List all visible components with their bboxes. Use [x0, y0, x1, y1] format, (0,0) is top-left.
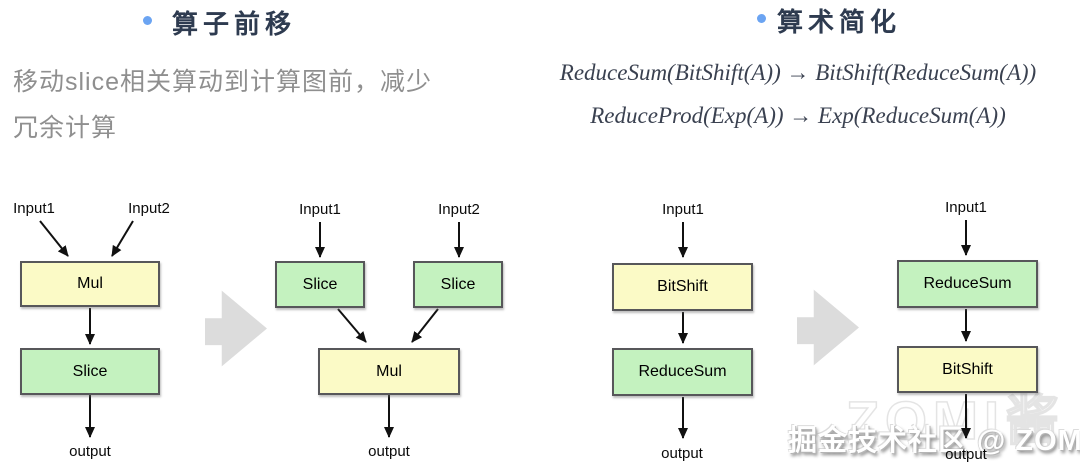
- node-slice: Slice: [275, 261, 365, 308]
- input-label: Input1: [662, 201, 704, 218]
- formula-reduceprod-exp: ReduceProd(Exp(A)) → Exp(ReduceSum(A)): [590, 103, 1006, 128]
- node-mul: Mul: [20, 261, 160, 307]
- input-label: Input1: [13, 200, 55, 217]
- watermark: 掘金技术社区 @ ZOMI酱: [788, 425, 1080, 457]
- node-slice: Slice: [20, 348, 160, 395]
- node-reducesum: ReduceSum: [612, 348, 753, 396]
- output-label: output: [69, 443, 111, 460]
- left-section-title: 算子前移: [172, 9, 297, 39]
- bullet-icon: [757, 14, 766, 23]
- transform-arrow-icon: [205, 290, 267, 367]
- watermark-ghost: ZOMI酱: [845, 390, 1065, 452]
- flow-arrow: [39, 220, 69, 257]
- flow-arrow: [411, 308, 439, 343]
- input-label: Input1: [299, 201, 341, 218]
- input-label: Input1: [945, 199, 987, 216]
- output-label: output: [661, 445, 703, 462]
- output-label: output: [368, 443, 410, 460]
- left-description-line2: 冗余计算: [13, 114, 118, 142]
- output-label: output: [945, 446, 987, 463]
- node-mul: Mul: [318, 348, 460, 395]
- node-bitshift: BitShift: [897, 346, 1038, 393]
- node-slice: Slice: [413, 261, 503, 308]
- right-section-title: 算术简化: [777, 7, 902, 37]
- flow-arrow: [337, 308, 367, 343]
- left-description-line1: 移动slice相关算动到计算图前，减少: [13, 68, 433, 96]
- formula-reducesum-bitshift: ReduceSum(BitShift(A)) → BitShift(Reduce…: [559, 60, 1037, 85]
- node-reducesum: ReduceSum: [897, 260, 1038, 308]
- node-bitshift: BitShift: [612, 263, 753, 311]
- input-label: Input2: [438, 201, 480, 218]
- input-label: Input2: [128, 200, 170, 217]
- bullet-icon: [143, 16, 152, 25]
- flow-arrow: [111, 220, 134, 257]
- transform-arrow-icon: [797, 289, 859, 366]
